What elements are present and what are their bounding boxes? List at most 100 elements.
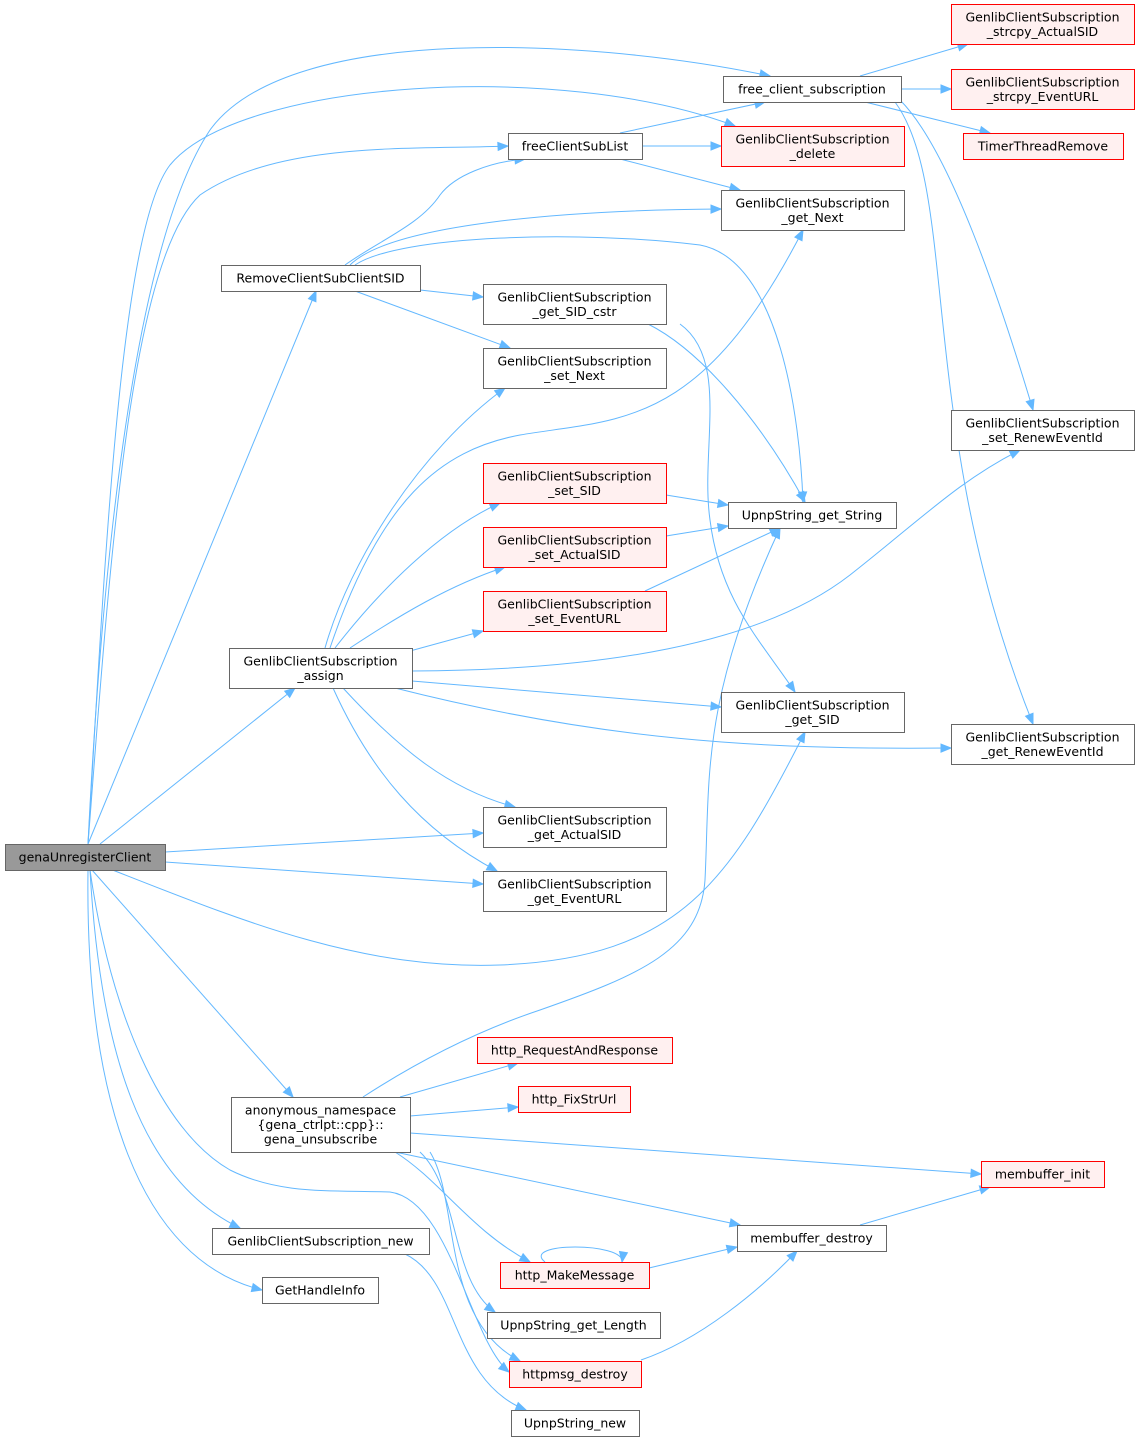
edge-arrowhead bbox=[307, 289, 317, 303]
edge-line bbox=[404, 1253, 527, 1411]
node-gena-unsubscribe[interactable]: anonymous_namespace{gena_ctrlpt::cpp}::g… bbox=[231, 1097, 411, 1153]
node-subscription-delete[interactable]: GenlibClientSubscription_delete bbox=[721, 126, 905, 167]
edge-line bbox=[87, 86, 736, 845]
node-free-client-subscription[interactable]: free_client_subscription bbox=[723, 76, 902, 103]
node-subscription-get-actual-sid[interactable]: GenlibClientSubscription_get_ActualSID bbox=[483, 807, 667, 848]
edge-assign-to-setactual bbox=[349, 565, 507, 649]
edge-arrowhead bbox=[488, 502, 502, 512]
node-get-handle-info[interactable]: GetHandleInfo bbox=[262, 1277, 379, 1304]
node-subscription-get-next[interactable]: GenlibClientSubscription_get_Next bbox=[721, 190, 905, 231]
node-timer-thread-remove[interactable]: TimerThreadRemove bbox=[963, 133, 1124, 160]
node-subscription-get-renew-event-id[interactable]: GenlibClientSubscription_get_RenewEventI… bbox=[951, 724, 1135, 765]
edge-line bbox=[329, 229, 804, 649]
edge-arrowhead bbox=[716, 522, 730, 533]
svg-text:GenlibClientSubscription_set_E: GenlibClientSubscription_set_EventURL bbox=[497, 596, 651, 626]
edge-assign-to-setsid bbox=[334, 502, 502, 649]
edge-line bbox=[859, 1186, 991, 1226]
edge-line bbox=[354, 290, 511, 349]
edge-root-to-fcsl bbox=[87, 141, 510, 845]
edge-line bbox=[332, 687, 498, 872]
edge-fcs-to-setrenew bbox=[899, 99, 1035, 412]
edge-line bbox=[334, 502, 501, 649]
svg-text:http_FixStrUrl: http_FixStrUrl bbox=[532, 1092, 617, 1107]
node-gena-unregister-client[interactable]: genaUnregisterClient bbox=[5, 844, 166, 871]
node-subscription-assign[interactable]: GenlibClientSubscription_assign bbox=[229, 648, 413, 689]
edge-line bbox=[411, 680, 722, 708]
edge-fcs-to-getrenew bbox=[894, 101, 1034, 726]
edge-arrowhead bbox=[618, 1250, 629, 1264]
svg-text:GenlibClientSubscription_set_R: GenlibClientSubscription_set_RenewEventI… bbox=[965, 415, 1119, 445]
node-upnp-string-get-length[interactable]: UpnpString_get_Length bbox=[487, 1312, 661, 1339]
edge-rcs-to-sidcstr bbox=[419, 289, 485, 301]
edge-assign-to-seturl bbox=[409, 629, 485, 652]
edge-mbdestroy-to-mbinit bbox=[859, 1185, 992, 1226]
edge-setsid-to-upstr bbox=[665, 494, 730, 509]
edge-fcsl-to-delete bbox=[642, 141, 723, 151]
node-membuffer-destroy[interactable]: membuffer_destroy bbox=[737, 1225, 887, 1252]
svg-text:freeClientSubList: freeClientSubList bbox=[522, 139, 629, 154]
edge-arrowhead bbox=[1025, 398, 1035, 412]
edge-line bbox=[89, 869, 241, 1229]
edge-makemsg-to-mbdestroy bbox=[648, 1244, 739, 1269]
edge-arrowhead bbox=[940, 84, 953, 94]
edge-root-to-handle bbox=[87, 869, 264, 1293]
edge-line bbox=[109, 731, 806, 966]
edge-line bbox=[540, 1246, 623, 1263]
edge-line bbox=[647, 323, 806, 503]
node-http-fix-str-url[interactable]: http_FixStrUrl bbox=[518, 1086, 631, 1113]
edge-assign-to-getrenew bbox=[394, 687, 953, 753]
node-remove-client-sub-client-sid[interactable]: RemoveClientSubClientSID bbox=[221, 265, 421, 292]
edge-root-to-new bbox=[89, 869, 242, 1229]
edge-line bbox=[411, 449, 1021, 672]
edge-sidcstr-to-upstr bbox=[647, 323, 806, 504]
node-http-make-message[interactable]: http_MakeMessage bbox=[500, 1262, 650, 1289]
node-subscription-get-sid[interactable]: GenlibClientSubscription_get_SID bbox=[721, 692, 905, 733]
edge-line bbox=[409, 1132, 982, 1175]
node-subscription-set-event-url[interactable]: GenlibClientSubscription_set_EventURL bbox=[483, 591, 667, 632]
node-http-request-and-response[interactable]: http_RequestAndResponse bbox=[477, 1037, 673, 1064]
edge-assign-to-geturl bbox=[332, 687, 499, 872]
edge-root-to-httpdestroy bbox=[89, 869, 511, 1373]
edge-arrowhead bbox=[710, 204, 723, 214]
node-subscription-set-actual-sid[interactable]: GenlibClientSubscription_set_ActualSID bbox=[483, 527, 667, 568]
edge-assign-to-getnext bbox=[329, 228, 804, 649]
edge-unsub-to-httpreq bbox=[399, 1061, 520, 1098]
edge-line bbox=[87, 46, 771, 845]
edge-line bbox=[899, 99, 1034, 411]
node-membuffer-init[interactable]: membuffer_init bbox=[981, 1161, 1105, 1188]
node-strcpy-actual-sid[interactable]: GenlibClientSubscription_strcpy_ActualSI… bbox=[951, 4, 1135, 45]
edge-arrowhead bbox=[785, 680, 796, 694]
edge-line bbox=[394, 1151, 741, 1226]
svg-text:GenlibClientSubscription_get_E: GenlibClientSubscription_get_EventURL bbox=[497, 876, 651, 906]
edge-makemsg-self-loop bbox=[540, 1246, 629, 1264]
svg-text:http_RequestAndResponse: http_RequestAndResponse bbox=[491, 1043, 658, 1058]
svg-text:GenlibClientSubscription_get_R: GenlibClientSubscription_get_RenewEventI… bbox=[965, 729, 1119, 759]
node-free-client-sub-list[interactable]: freeClientSubList bbox=[508, 133, 643, 160]
node-layer: genaUnregisterClient free_client_subscri… bbox=[5, 4, 1135, 1437]
edge-arrowhead bbox=[795, 490, 806, 504]
node-strcpy-event-url[interactable]: GenlibClientSubscription_strcpy_EventURL bbox=[951, 69, 1135, 110]
edge-arrowhead bbox=[796, 730, 806, 744]
node-subscription-get-event-url[interactable]: GenlibClientSubscription_get_EventURL bbox=[483, 871, 667, 912]
edge-sidcstr-to-getsid bbox=[679, 323, 796, 694]
edge-unsub-to-upstr bbox=[362, 526, 781, 1098]
node-subscription-get-sid-cstr[interactable]: GenlibClientSubscription_get_SID_cstr bbox=[483, 284, 667, 325]
edge-assign-to-getactual bbox=[342, 687, 517, 809]
edge-arrowhead bbox=[723, 117, 737, 127]
node-httpmsg-destroy[interactable]: httpmsg_destroy bbox=[509, 1361, 642, 1388]
edge-line bbox=[619, 158, 741, 191]
edge-arrowhead bbox=[485, 861, 499, 872]
node-upnp-string-get-string[interactable]: UpnpString_get_String bbox=[728, 502, 897, 529]
node-subscription-set-sid[interactable]: GenlibClientSubscription_set_SID bbox=[483, 463, 667, 504]
node-upnp-string-new[interactable]: UpnpString_new bbox=[511, 1410, 640, 1437]
node-subscription-new[interactable]: GenlibClientSubscription_new bbox=[212, 1228, 430, 1255]
edge-arrowhead bbox=[725, 1244, 739, 1255]
node-subscription-set-renew-event-id[interactable]: GenlibClientSubscription_set_RenewEventI… bbox=[951, 410, 1135, 451]
edge-arrowhead bbox=[250, 1282, 264, 1293]
edge-line bbox=[394, 687, 952, 749]
edge-arrowhead bbox=[283, 687, 297, 699]
svg-text:free_client_subscription: free_client_subscription bbox=[738, 82, 886, 97]
edge-line bbox=[409, 630, 484, 652]
node-subscription-set-next[interactable]: GenlibClientSubscription_set_Next bbox=[483, 348, 667, 389]
